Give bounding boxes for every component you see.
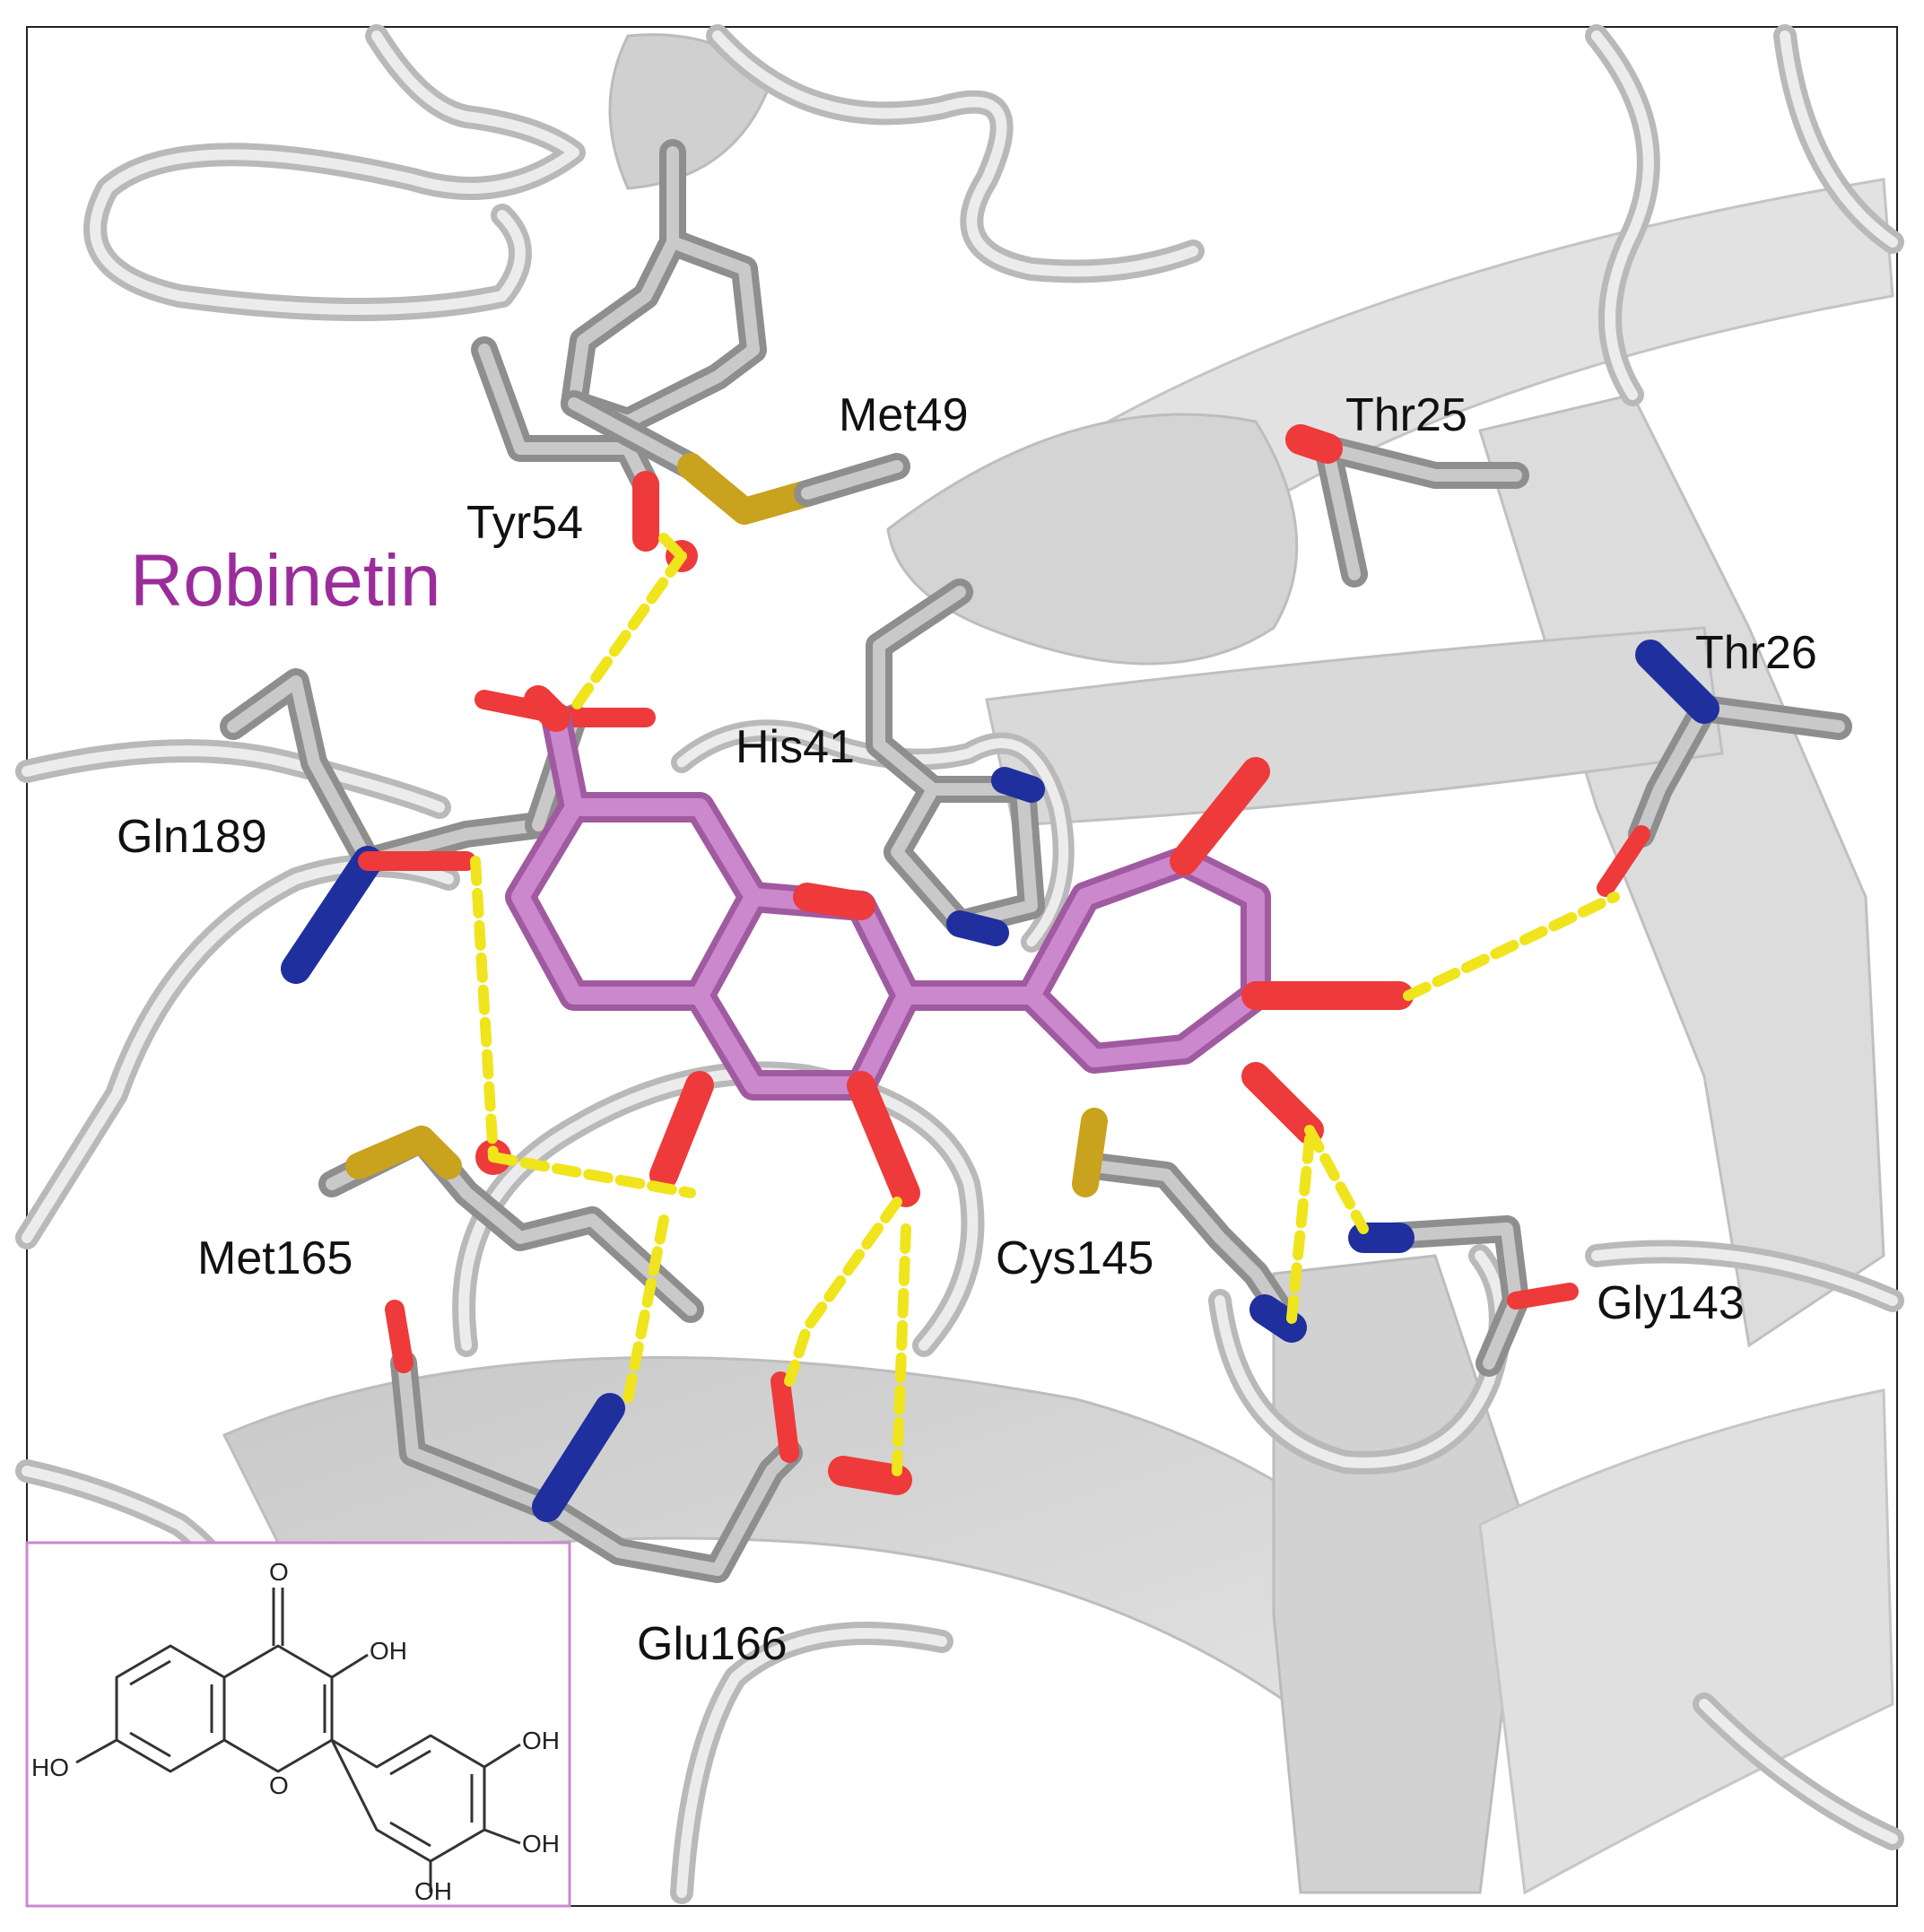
- helix-top: [886, 413, 1299, 666]
- thr25-sticks: [1285, 424, 1529, 587]
- hbond-ligand-glu166-a: [784, 1197, 902, 1387]
- robinetin-ligand: [505, 685, 1414, 1207]
- glu166-sticks: [385, 1300, 912, 1583]
- loop-3-hi: [1591, 30, 1654, 400]
- inset-box: [25, 1541, 571, 1908]
- his41-sticks: [866, 579, 1045, 946]
- loop-9-hi: [676, 725, 1069, 947]
- ligand-oh-7: [524, 685, 570, 732]
- label-thr25: Thr25: [1345, 389, 1467, 441]
- inset-label-ho-7: HO: [31, 1754, 69, 1781]
- ligand-name: Robinetin: [130, 540, 440, 622]
- ligand-oh-5p: [1241, 1062, 1324, 1144]
- ligand-oh-3: [847, 1071, 920, 1207]
- hbond-ligand-thr26: [1403, 892, 1620, 1001]
- beta-sheet-bottom-far: [1478, 1388, 1894, 1895]
- cys145-sticks: [1072, 1108, 1307, 1343]
- inset-label-ring-o: O: [269, 1771, 289, 1799]
- hbond-ligand-cys145: [1286, 1134, 1315, 1324]
- gly143-sticks: [1348, 1215, 1579, 1377]
- hbond-water-ligand: [569, 551, 687, 714]
- label-glu166: Glu166: [637, 1618, 788, 1670]
- loop-1-hi: [90, 30, 579, 315]
- label-tyr54: Tyr54: [466, 497, 583, 549]
- inset-label-oh-3p: OH: [522, 1727, 560, 1754]
- residue-labels: Met49 Thr25 Tyr54 Thr26 His41 Gln189 Met…: [117, 389, 1817, 1670]
- met165-sticks: [318, 1126, 704, 1323]
- protein-cartoon: [15, 24, 1904, 1904]
- hydrogen-bonds: [470, 533, 1620, 1476]
- hbond-gln189-water: [470, 856, 499, 1162]
- loop-13-hi: [1699, 1699, 1898, 1844]
- hbond-water-ligand-2: [488, 1152, 696, 1198]
- loop-2-hi: [712, 30, 1198, 277]
- loop-12-hi: [1591, 1246, 1898, 1306]
- label-gly143: Gly143: [1597, 1277, 1745, 1329]
- thr26-sticks: [1597, 640, 1852, 897]
- loop-11-hi: [676, 1628, 947, 1898]
- ligand-oh-3p: [1170, 757, 1270, 875]
- label-gln189: Gln189: [117, 811, 267, 863]
- label-met49: Met49: [839, 389, 969, 441]
- residue-sticks: [220, 139, 1852, 1583]
- inset-bonds: [75, 1588, 521, 1893]
- loop-5-hi: [22, 745, 445, 813]
- met49-sticks: [561, 390, 910, 525]
- label-met165: Met165: [197, 1232, 353, 1284]
- inset-label-oh-4p: OH: [522, 1830, 560, 1858]
- inset-label-oh-3: OH: [370, 1637, 407, 1665]
- label-cys145: Cys145: [996, 1232, 1154, 1284]
- hbond-ligand-glu166-b: [892, 1223, 911, 1476]
- loop-4-hi: [1780, 30, 1898, 248]
- ligand-ring-o: [793, 883, 875, 920]
- label-his41: His41: [736, 721, 855, 773]
- hbond-ligand-gly143: [1304, 1125, 1369, 1234]
- inset-label-ketone-o: O: [269, 1558, 289, 1586]
- ligand-ketone-o: [649, 1071, 714, 1189]
- label-thr26: Thr26: [1695, 627, 1817, 679]
- hbond-water-glu166: [622, 1214, 669, 1405]
- beta-sheet-right: [1478, 393, 1885, 1348]
- inset-label-oh-5p: OH: [414, 1877, 452, 1905]
- structure-inset: O OH HO O OH OH OH: [25, 1541, 571, 1908]
